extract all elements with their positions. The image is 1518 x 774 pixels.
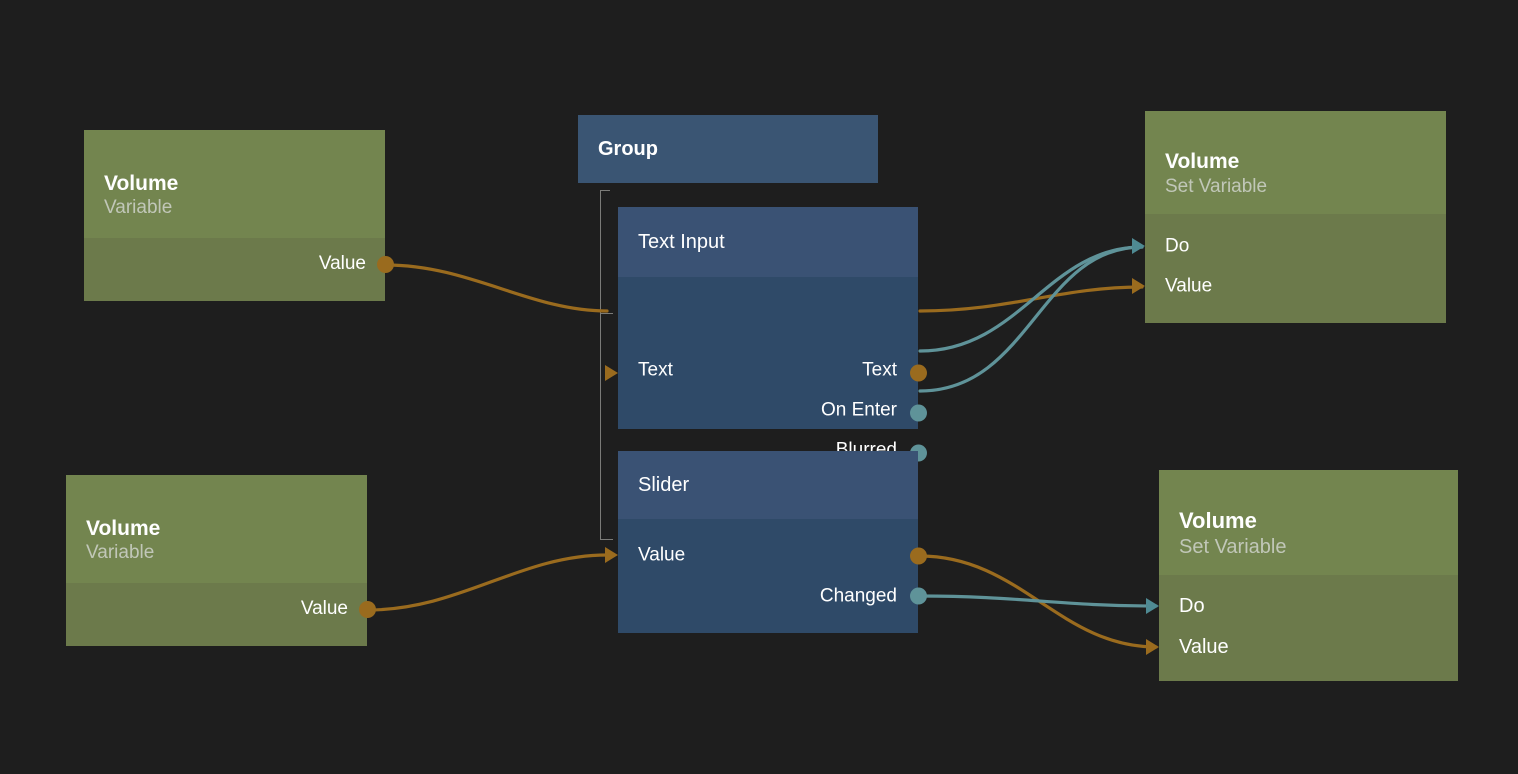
input-port-label: Do xyxy=(1179,595,1205,617)
wire-volume-bottom-to-slider xyxy=(366,553,609,612)
output-port-on-enter[interactable]: On Enter xyxy=(821,401,897,420)
input-port-do[interactable]: Do xyxy=(1165,237,1189,256)
node-header: Volume Variable xyxy=(66,475,367,583)
node-volume-variable-top[interactable]: Volume Variable Value xyxy=(84,130,394,301)
node-title: Volume xyxy=(1179,508,1257,534)
wire-slider-value-to-setvar-bottom-value xyxy=(918,554,1158,649)
node-title: Group xyxy=(598,137,658,160)
node-title: Volume xyxy=(104,171,179,195)
output-port-label: Changed xyxy=(819,585,897,607)
group-bracket-tick-top xyxy=(600,190,610,191)
wire-volume-top-to-text-input xyxy=(384,263,609,313)
input-port-arrow-value[interactable] xyxy=(605,547,618,563)
input-port-arrow-value[interactable] xyxy=(1132,278,1145,294)
group-bracket-tick-bottom xyxy=(600,539,613,540)
node-title: Volume xyxy=(1165,150,1240,174)
wire-blurred-to-setvar-top-do xyxy=(918,245,1144,393)
output-port-label: On Enter xyxy=(820,399,897,421)
output-port-label: Value xyxy=(318,253,366,274)
output-port-changed[interactable]: Changed xyxy=(820,587,897,606)
node-subtitle: Set Variable xyxy=(1179,536,1287,559)
node-body: Do Value xyxy=(1132,214,1446,323)
input-port-label: Value xyxy=(638,544,686,566)
node-body: Value Changed xyxy=(605,519,927,633)
output-port-value[interactable]: Value xyxy=(301,599,348,618)
input-port-arrow-do[interactable] xyxy=(1132,238,1145,254)
output-port-label: Value xyxy=(300,598,348,619)
node-body: Text Text On Enter Blurred xyxy=(605,277,927,462)
group-bracket-tick-text-input xyxy=(600,313,613,314)
output-port-dot-value[interactable] xyxy=(910,547,927,565)
node-text-input[interactable]: Text Input Text Text On Enter Blurred xyxy=(605,207,927,462)
node-body: Value xyxy=(66,583,376,646)
input-port-label: Value xyxy=(1165,275,1213,297)
node-body: Value xyxy=(84,238,394,301)
output-port-dot-value[interactable] xyxy=(359,601,376,618)
node-subtitle: Variable xyxy=(104,197,173,219)
output-port-dot-value[interactable] xyxy=(377,256,394,273)
node-body: Do Value xyxy=(1146,575,1458,681)
node-group[interactable]: Group xyxy=(578,115,878,183)
node-set-variable-top[interactable]: Volume Set Variable Do Value xyxy=(1132,111,1446,323)
output-port-dot-text[interactable] xyxy=(910,364,927,382)
output-port-label: Text xyxy=(862,359,897,381)
output-port-text[interactable]: Text xyxy=(862,361,897,380)
wire-slider-changed-to-setvar-bottom-do xyxy=(918,594,1158,608)
output-port-dot-changed[interactable] xyxy=(910,587,927,605)
input-port-do[interactable]: Do xyxy=(1179,596,1205,616)
node-volume-variable-bottom[interactable]: Volume Variable Value xyxy=(66,475,376,646)
input-port-label: Do xyxy=(1165,235,1190,257)
node-header: Group xyxy=(578,115,878,183)
node-header: Volume Set Variable xyxy=(1145,111,1446,214)
node-subtitle: Variable xyxy=(86,542,155,564)
node-title: Text Input xyxy=(638,230,725,253)
node-header: Volume Set Variable xyxy=(1159,470,1458,575)
input-port-value[interactable]: Value xyxy=(1179,637,1229,657)
wire-onenter-to-setvar-top-do xyxy=(918,245,1144,353)
input-port-label: Text xyxy=(638,359,673,381)
output-port-value[interactable]: Value xyxy=(319,254,366,273)
node-title: Slider xyxy=(638,473,690,496)
input-port-value[interactable]: Value xyxy=(1165,277,1212,296)
output-port-dot-on-enter[interactable] xyxy=(910,404,927,422)
input-port-value[interactable]: Value xyxy=(638,546,685,565)
input-port-arrow-value[interactable] xyxy=(1146,639,1159,655)
wire-text-to-setvar-top-value xyxy=(918,285,1144,313)
input-port-arrow-do[interactable] xyxy=(1146,598,1159,614)
node-header: Volume Variable xyxy=(84,130,385,238)
node-set-variable-bottom[interactable]: Volume Set Variable Do Value xyxy=(1146,470,1458,681)
node-title: Volume xyxy=(86,516,161,540)
node-slider[interactable]: Slider Value Changed xyxy=(605,451,927,633)
input-port-text[interactable]: Text xyxy=(638,361,673,380)
input-port-label: Value xyxy=(1179,636,1229,658)
node-subtitle: Set Variable xyxy=(1165,175,1268,197)
node-header: Slider xyxy=(618,451,918,519)
group-bracket-line xyxy=(600,190,610,540)
input-port-arrow-text[interactable] xyxy=(605,365,618,381)
node-header: Text Input xyxy=(618,207,918,277)
